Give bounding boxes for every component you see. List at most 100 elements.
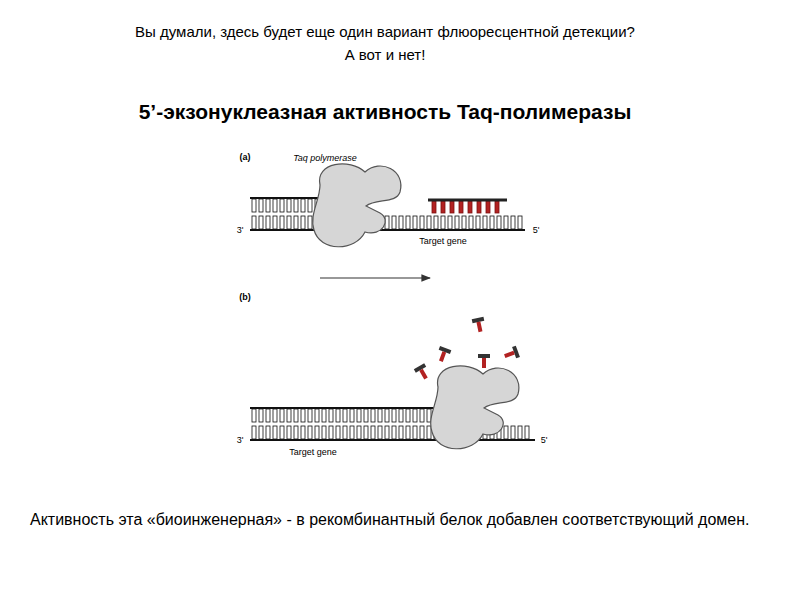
base-pair-tick <box>511 216 515 229</box>
base-pair-tick <box>287 409 291 422</box>
base-pair-tick <box>399 409 403 422</box>
base-pair-tick <box>252 216 256 229</box>
base-pair-tick <box>364 409 368 422</box>
base-pair-tick <box>294 199 298 212</box>
base-pair-tick <box>287 199 291 212</box>
base-pair-tick <box>392 216 396 229</box>
direction-arrow <box>320 277 430 278</box>
base-pair-tick <box>448 216 452 229</box>
base-pair-tick <box>413 216 417 229</box>
base-pair-tick <box>486 201 490 213</box>
base-pair-tick <box>336 426 340 439</box>
base-pair-tick <box>350 426 354 439</box>
base-pair-tick <box>518 216 522 229</box>
base-pair-tick <box>259 409 263 422</box>
base-pair-tick <box>301 199 305 212</box>
base-pair-tick <box>343 426 347 439</box>
template-strand <box>250 439 535 441</box>
base-pair-tick <box>343 409 347 422</box>
base-pair-tick <box>273 199 277 212</box>
base-pair-tick <box>399 216 403 229</box>
taq-polymerase <box>313 164 401 247</box>
base-pair-tick <box>280 409 284 422</box>
base-pair-tick <box>413 426 417 439</box>
base-pair-tick <box>266 426 270 439</box>
base-pair-tick <box>315 409 319 422</box>
strand-end: 3' <box>237 225 244 236</box>
new-strand <box>250 197 320 199</box>
base-pair-tick <box>273 409 277 422</box>
base-pair-tick <box>301 409 305 422</box>
base-pair-tick <box>525 426 529 439</box>
slide-title: 5’-экзонуклеазная активность Taq-полимер… <box>139 99 632 124</box>
intro-text: Вы думали, здесь будет еще один вариант … <box>135 23 635 41</box>
base-pair-tick <box>357 409 361 422</box>
base-pair-tick <box>252 426 256 439</box>
base-pair-tick <box>378 426 382 439</box>
base-pair-tick <box>477 201 481 213</box>
base-pair-tick <box>432 201 436 213</box>
probe-backbone <box>428 199 507 202</box>
base-pair-tick <box>308 199 312 212</box>
base-pair-tick <box>259 199 263 212</box>
base-pair-tick <box>308 216 312 229</box>
base-pair-tick <box>294 409 298 422</box>
base-pair-tick <box>259 426 263 439</box>
base-pair-tick <box>378 409 382 422</box>
new-strand <box>250 407 440 409</box>
base-pair-tick <box>427 216 431 229</box>
base-pair-tick <box>406 426 410 439</box>
base-pair-tick <box>392 409 396 422</box>
base-pair-tick <box>329 426 333 439</box>
base-pair-tick <box>406 409 410 422</box>
base-pair-tick <box>273 216 277 229</box>
base-pair-tick <box>301 426 305 439</box>
base-pair-tick <box>420 409 424 422</box>
base-pair-tick <box>504 216 508 229</box>
base-pair-tick <box>420 426 424 439</box>
base-pair-tick <box>385 409 389 422</box>
base-pair-tick <box>427 426 431 439</box>
base-pair-tick <box>315 426 319 439</box>
base-pair-tick <box>266 199 270 212</box>
base-pair-tick <box>483 216 487 229</box>
base-pair-tick <box>518 426 522 439</box>
base-pair-tick <box>504 426 508 439</box>
base-pair-tick <box>322 426 326 439</box>
base-pair-tick <box>371 426 375 439</box>
base-pair-tick <box>490 216 494 229</box>
gene-label: Target gene <box>289 447 337 458</box>
base-pair-tick <box>455 216 459 229</box>
slide-caption: Активность эта «биоинженерная» - в реком… <box>30 508 750 531</box>
base-pair-tick <box>462 216 466 229</box>
base-pair-tick <box>459 201 463 213</box>
strand-end: 5' <box>541 435 548 446</box>
base-pair-tick <box>252 199 256 212</box>
base-pair-tick <box>294 216 298 229</box>
taq-polymerase <box>431 366 519 449</box>
base-pair-tick <box>511 426 515 439</box>
base-pair-tick <box>469 216 473 229</box>
base-pair-tick <box>406 216 410 229</box>
gene-label: Target gene <box>419 236 467 247</box>
base-pair-tick <box>350 409 354 422</box>
base-pair-tick <box>497 216 501 229</box>
base-pair-tick <box>357 426 361 439</box>
base-pair-tick <box>322 409 326 422</box>
template-strand <box>250 229 525 231</box>
panel-label: (b) <box>239 292 251 303</box>
base-pair-tick <box>450 201 454 213</box>
base-pair-tick <box>308 409 312 422</box>
base-pair-tick <box>336 409 340 422</box>
panel-label: (a) <box>240 152 251 163</box>
base-pair-tick <box>476 216 480 229</box>
base-pair-tick <box>392 426 396 439</box>
base-pair-tick <box>399 426 403 439</box>
base-pair-tick <box>280 199 284 212</box>
probe-fragments <box>414 317 520 382</box>
base-pair-tick <box>441 201 445 213</box>
intro-text: А вот и нет! <box>345 46 426 64</box>
base-pair-tick <box>308 426 312 439</box>
base-pair-tick <box>468 201 472 213</box>
